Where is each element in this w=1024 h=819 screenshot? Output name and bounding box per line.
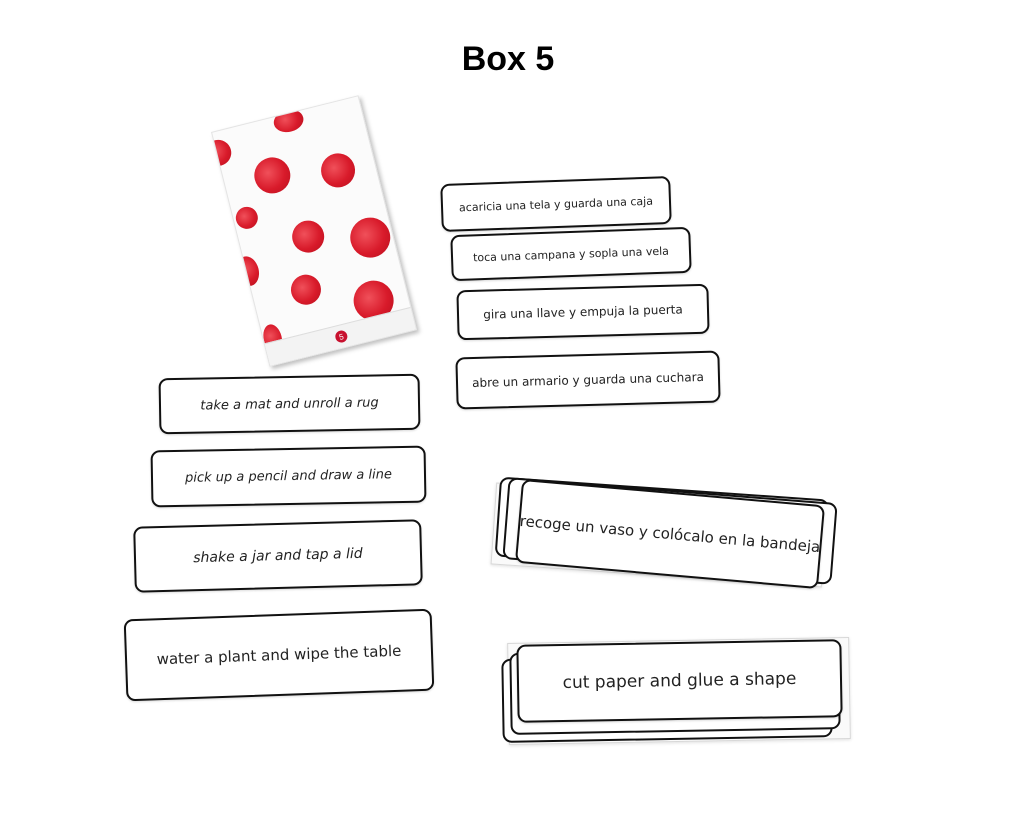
card-english-2[interactable]: pick up a pencil and draw a line xyxy=(150,445,427,508)
card-english-1[interactable]: take a mat and unroll a rug xyxy=(158,373,421,435)
card-spanish-4[interactable]: abre un armario y guarda una cuchara xyxy=(455,350,721,410)
card-label: water a plant and wipe the table xyxy=(156,641,402,669)
card-stack-english[interactable]: cut paper and glue a shape xyxy=(516,639,843,723)
red-dot xyxy=(233,254,263,289)
red-dot xyxy=(317,149,359,191)
card-label: cut paper and glue a shape xyxy=(562,668,797,694)
card-label: pick up a pencil and draw a line xyxy=(184,467,393,486)
card-label: recoge un vaso y colócalo en la bandeja xyxy=(519,511,821,557)
card-english-4[interactable]: water a plant and wipe the table xyxy=(123,608,435,702)
card-label: abre un armario y guarda una cuchara xyxy=(471,369,705,391)
red-dot xyxy=(233,204,261,232)
card-label: shake a jar and tap a lid xyxy=(193,545,363,567)
card-english-3[interactable]: shake a jar and tap a lid xyxy=(133,519,423,593)
card-spanish-2[interactable]: toca una campana y sopla una vela xyxy=(450,226,692,282)
red-dot xyxy=(210,137,235,169)
red-dot xyxy=(250,153,295,198)
red-dot xyxy=(288,217,328,256)
page-title: Box 5 xyxy=(461,40,555,78)
card-spanish-1[interactable]: acaricia una tela y guarda una caja xyxy=(440,176,672,232)
card-label: acaricia una tela y guarda una caja xyxy=(458,194,654,214)
card-spanish-3[interactable]: gira una llave y empuja la puerta xyxy=(456,283,710,341)
card-label: take a mat and unroll a rug xyxy=(200,394,379,414)
card-label: gira una llave y empuja la puerta xyxy=(483,302,683,322)
red-dot xyxy=(271,106,306,136)
polka-dot-box: 5 xyxy=(210,95,418,367)
red-dot xyxy=(346,213,395,262)
card-label: toca una campana y sopla una vela xyxy=(472,244,670,264)
red-dot xyxy=(287,271,325,308)
